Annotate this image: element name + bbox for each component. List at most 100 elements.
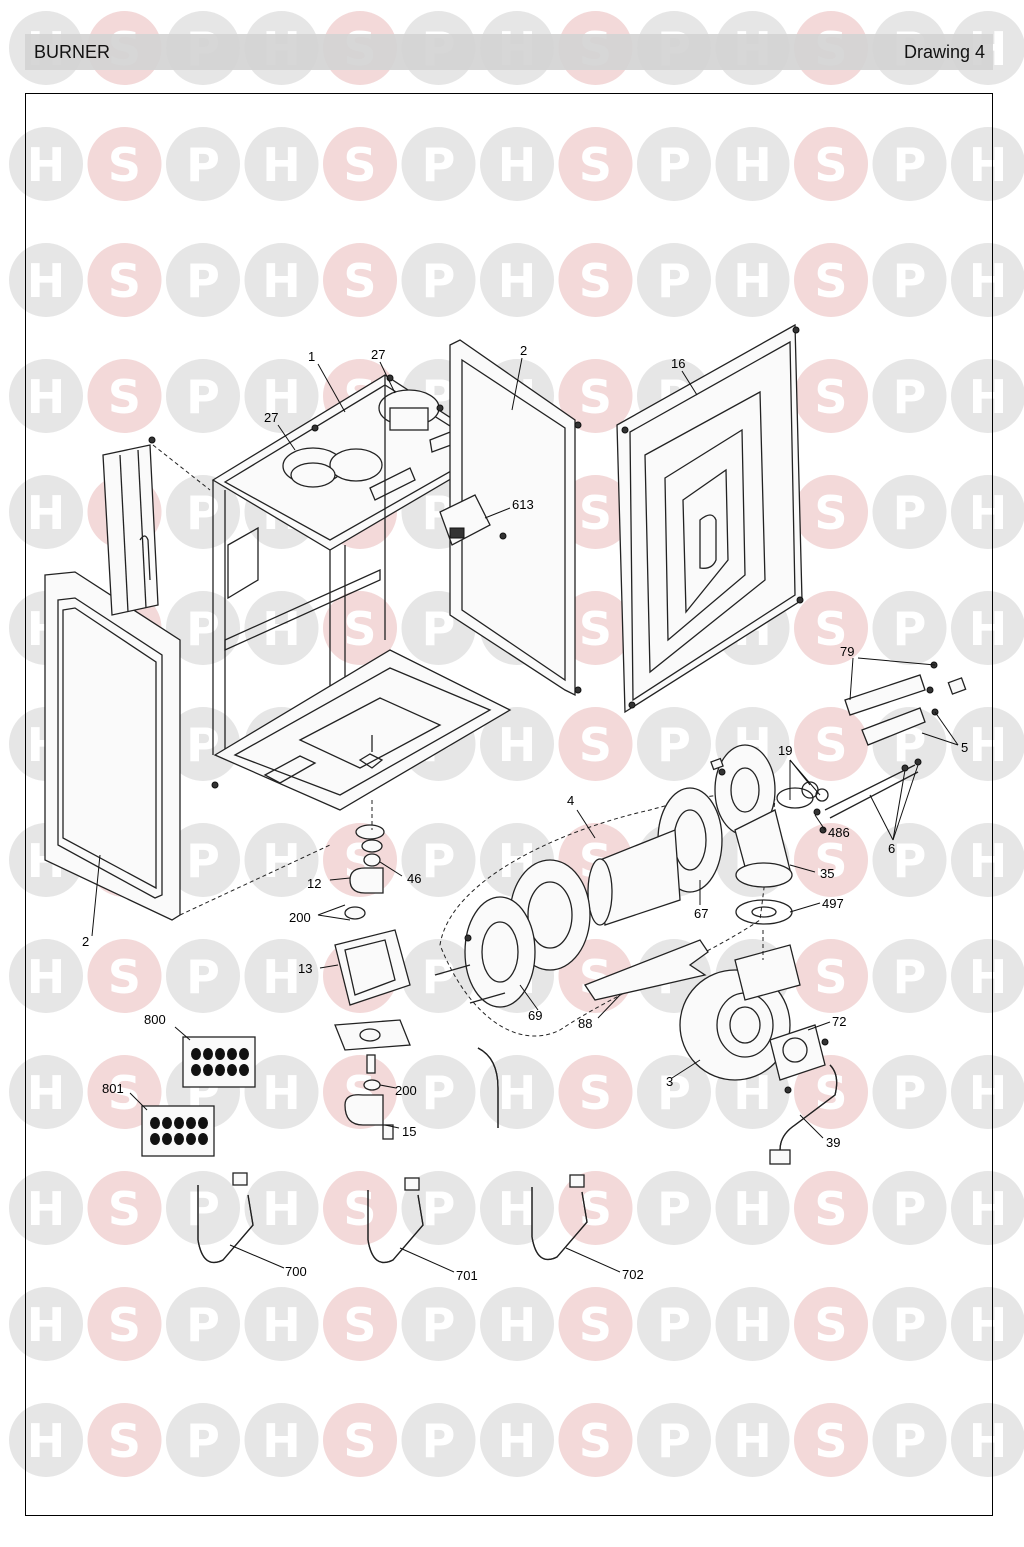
watermark-circle [9, 243, 83, 317]
component-613 [439, 494, 507, 546]
watermark-circle [244, 1171, 319, 1245]
watermark-letter: H [969, 138, 1008, 192]
watermark-circle [244, 127, 319, 201]
watermark-circle [872, 359, 947, 433]
watermark-circle [715, 1403, 790, 1477]
watermark-circle [872, 823, 947, 897]
watermark-letter: H [969, 1182, 1008, 1236]
watermark-circle [794, 1403, 868, 1477]
watermark-letter: S [343, 254, 376, 308]
watermark-circle [323, 1287, 397, 1361]
watermark-circle [637, 1403, 711, 1477]
watermark-letter: H [498, 718, 537, 772]
watermark-letter: P [422, 1182, 456, 1236]
watermark-circle [9, 1403, 83, 1477]
watermark-letter: H [27, 486, 66, 540]
watermark-letter: P [186, 1182, 220, 1236]
watermark-circle [244, 1403, 319, 1477]
watermark-circle [558, 243, 633, 317]
seal-ring [215, 1048, 225, 1060]
watermark-circle [951, 707, 1024, 781]
watermark-letter: S [814, 1298, 847, 1352]
watermark-letter: S [579, 370, 612, 424]
watermark-circle [872, 1055, 947, 1129]
watermark-circle [87, 1171, 162, 1245]
watermark-letter: P [893, 1182, 927, 1236]
label-4: 4 [567, 793, 574, 808]
watermark-circle [872, 591, 947, 665]
watermark-letter: P [657, 138, 691, 192]
watermark-letter: H [27, 1066, 66, 1120]
watermark-letter: S [343, 1182, 376, 1236]
watermark-letter: P [657, 1066, 691, 1120]
watermark-letter: P [422, 1414, 456, 1468]
watermark-circle [87, 359, 162, 433]
seal-ring [227, 1048, 237, 1060]
watermark-letter: H [733, 254, 772, 308]
watermark-circle [166, 1403, 240, 1477]
watermark-circle [9, 127, 83, 201]
watermark-circle [794, 1055, 868, 1129]
watermark-letter: H [262, 1298, 301, 1352]
label-702: 702 [622, 1267, 644, 1282]
watermark-letter: S [579, 1298, 612, 1352]
watermark-circle [637, 1171, 711, 1245]
watermark-letter: H [969, 950, 1008, 1004]
watermark-circle [401, 1171, 476, 1245]
watermark-letter: S [579, 1066, 612, 1120]
watermark-circle [558, 1287, 633, 1361]
watermark-circle [401, 243, 476, 317]
watermark-letter: H [498, 1182, 537, 1236]
watermark-circle [244, 1055, 319, 1129]
seal-ring [150, 1133, 160, 1145]
watermark-letter: S [343, 1298, 376, 1352]
watermark-circle [558, 591, 633, 665]
watermark-circle [244, 243, 319, 317]
watermark-circle [9, 939, 83, 1013]
watermark-circle [480, 1403, 554, 1477]
seal-ring [186, 1117, 196, 1129]
watermark-circle [951, 1287, 1024, 1361]
watermark-circle [794, 1287, 868, 1361]
watermark-letter: H [498, 1298, 537, 1352]
watermark-letter: S [343, 138, 376, 192]
label-200: 200 [289, 910, 311, 925]
watermark-circle [951, 359, 1024, 433]
watermark-letter: H [262, 950, 301, 1004]
watermark-letter: S [814, 370, 847, 424]
label-13: 13 [298, 961, 312, 976]
label-72: 72 [832, 1014, 846, 1029]
leader-lines [91, 357, 959, 1273]
watermark-letter: H [27, 1414, 66, 1468]
watermark-circle [794, 1171, 868, 1245]
front-panel [616, 323, 804, 714]
watermark-letter: S [108, 1066, 141, 1120]
watermark-circle [872, 243, 947, 317]
watermark-circle [323, 1403, 397, 1477]
watermark-circle [951, 1403, 1024, 1477]
diagram-frame [25, 93, 993, 1516]
watermark-letter: S [108, 1414, 141, 1468]
seal-ring [191, 1048, 201, 1060]
seal-kit-800 [182, 1036, 256, 1088]
label-46: 46 [407, 871, 421, 886]
watermark-circle [794, 475, 868, 549]
seal-ring [239, 1048, 249, 1060]
label-88: 88 [578, 1016, 592, 1031]
watermark-letter: S [814, 486, 847, 540]
label-12: 12 [307, 876, 321, 891]
label-3: 3 [666, 1074, 673, 1089]
watermark-circle [872, 1403, 947, 1477]
watermark-circle [166, 475, 240, 549]
watermark-letter: H [27, 1298, 66, 1352]
watermark-circle [166, 1171, 240, 1245]
watermark-circle [401, 127, 476, 201]
watermark-circle [794, 359, 868, 433]
watermark-letter: H [733, 1298, 772, 1352]
watermark-circle [9, 1171, 83, 1245]
watermark-letter: S [579, 602, 612, 656]
watermark-circle [715, 1287, 790, 1361]
label-2: 2 [82, 934, 89, 949]
harness-702 [531, 1174, 588, 1261]
